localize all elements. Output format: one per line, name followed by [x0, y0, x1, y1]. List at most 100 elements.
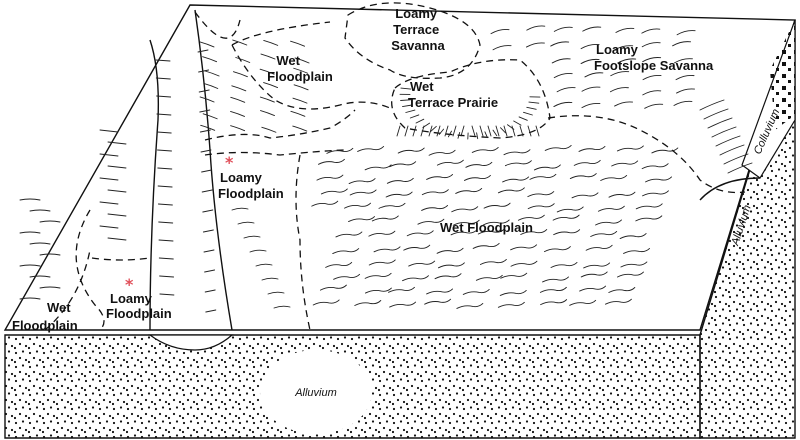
hatch-mark [623, 247, 651, 254]
hatch-mark [542, 276, 569, 283]
channel-left [149, 39, 160, 331]
hatch-mark [504, 160, 532, 167]
hatch-mark [230, 110, 245, 117]
hatch-mark [460, 125, 465, 137]
hatch-mark [490, 29, 510, 35]
hatch-mark [553, 73, 573, 79]
hatch-mark [600, 175, 628, 181]
hatch-mark [199, 109, 211, 113]
hatch-mark [535, 125, 540, 137]
hatch-mark [39, 220, 61, 223]
hatch-mark [645, 176, 672, 183]
hatch-mark [605, 298, 632, 305]
hatch-mark [412, 125, 417, 137]
hatch-mark [404, 125, 409, 137]
hatch-mark [333, 273, 361, 280]
hatch-mark [455, 187, 483, 194]
hatch-mark [517, 214, 545, 221]
hatch-mark [472, 242, 500, 249]
hatch-mark [39, 253, 61, 256]
hatch-mark [200, 149, 212, 153]
boundary-loamy-floodplain-center [204, 149, 349, 331]
hatch-mark [415, 118, 425, 124]
hatch-mark [199, 96, 215, 103]
hatch-mark [520, 229, 548, 235]
hatch-mark [581, 103, 601, 109]
hatch-mark [107, 213, 127, 217]
hatch-mark [503, 149, 531, 156]
hatch-mark [406, 230, 434, 237]
hatch-mark [590, 231, 618, 237]
hatch-mark [311, 200, 339, 207]
hatch-mark [582, 26, 602, 32]
hatch-mark [707, 117, 733, 129]
hatch-mark [428, 149, 456, 156]
hatch-mark [553, 101, 573, 107]
hatch-mark [202, 113, 218, 120]
hatch-mark [616, 145, 644, 152]
hatch-mark [249, 249, 267, 253]
hatch-mark [711, 126, 737, 138]
hatch-mark [378, 202, 406, 209]
hatch-mark [99, 201, 119, 205]
hatch-mark [617, 271, 644, 278]
hatch-mark [357, 146, 385, 152]
hatch-mark [400, 99, 411, 101]
hatch-mark [159, 275, 175, 278]
hatch-mark [204, 70, 220, 77]
hatch-mark [430, 125, 437, 132]
hatch-mark [552, 214, 580, 221]
hatch-mark [318, 158, 345, 165]
hatch-mark [199, 41, 215, 48]
hatch-mark [642, 57, 662, 63]
hatch-mark [402, 275, 429, 282]
hatch-mark [451, 206, 479, 213]
hatch-mark [402, 104, 413, 108]
hatch-mark [610, 71, 630, 77]
hatch-mark [29, 209, 51, 212]
hatch-mark [344, 202, 371, 209]
hatch-mark [19, 264, 41, 267]
hatch-mark [326, 147, 354, 154]
hatch-mark [436, 247, 464, 254]
hatch-mark [447, 130, 452, 138]
hatch-mark [477, 228, 505, 235]
hatch-mark [471, 125, 476, 137]
hatch-mark [553, 229, 581, 236]
hatch-mark [475, 274, 503, 281]
hatch-mark [492, 129, 498, 137]
hatch-mark [426, 173, 454, 180]
hatch-mark [409, 114, 420, 119]
hatch-mark [348, 216, 375, 223]
hatch-mark [260, 110, 275, 117]
hatch-mark [550, 262, 578, 268]
hatch-mark [719, 144, 745, 156]
top-surface [3, 4, 796, 331]
hatch-mark [332, 248, 360, 255]
hatch-mark [436, 159, 464, 166]
hatch-mark [450, 229, 478, 236]
label-wet-floodplain-left: Wet Floodplain [12, 300, 78, 333]
hatch-mark [484, 131, 488, 139]
hatch-mark [408, 260, 436, 267]
hatch-mark [263, 82, 279, 89]
hatch-mark [259, 96, 275, 103]
hatch-mark [107, 165, 127, 169]
label-wet-terrace-prairie: Wet Terrace Prairie [408, 79, 498, 110]
hatch-mark [397, 147, 425, 154]
hatch-mark [526, 106, 537, 110]
hatch-mark [267, 291, 285, 295]
hatch-mark [528, 101, 540, 104]
hatch-mark [500, 127, 507, 134]
hatch-mark [107, 189, 127, 193]
hatch-mark [255, 263, 273, 267]
hatch-mark [579, 285, 607, 292]
hatch-mark [651, 147, 679, 154]
hatch-mark [452, 219, 480, 226]
hatch-mark [335, 231, 363, 238]
hatch-mark [497, 187, 525, 194]
hatch-mark [715, 135, 741, 147]
label-wet-floodplain-top: Wet Floodplain [267, 53, 333, 84]
